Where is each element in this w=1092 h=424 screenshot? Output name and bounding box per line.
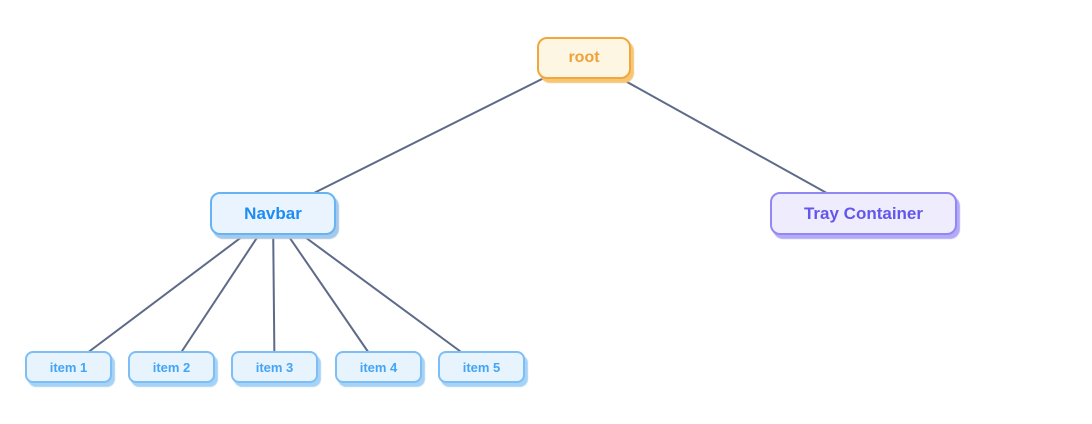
edge-line-navbar-item1 (67, 212, 274, 368)
node-item-5-label: item 5 (462, 359, 501, 375)
node-item-3[interactable]: item 3 (231, 351, 318, 383)
node-root[interactable]: root (537, 37, 631, 79)
node-item-4-label: item 4 (359, 359, 398, 375)
edge-line-navbar-item3 (272, 213, 276, 368)
edge-line-navbar-item4 (272, 212, 380, 368)
node-item-4[interactable]: item 4 (335, 351, 422, 383)
node-item-2-label: item 2 (152, 359, 191, 375)
node-item-2[interactable]: item 2 (128, 351, 215, 383)
node-tray-container-label: Tray Container (803, 203, 924, 223)
node-item-1[interactable]: item 1 (25, 351, 112, 383)
node-tray-container[interactable]: Tray Container (770, 192, 957, 235)
node-item-1-label: item 1 (49, 359, 88, 375)
edge-line-root-navbar (272, 57, 585, 215)
node-root-label: root (568, 49, 600, 66)
edge-line-navbar-item2 (170, 212, 274, 368)
node-navbar[interactable]: Navbar (210, 192, 336, 235)
node-item-5[interactable]: item 5 (438, 351, 525, 383)
edge-line-root-tray (583, 57, 864, 215)
edge-line-navbar-item5 (272, 212, 483, 368)
node-navbar-label: Navbar (244, 203, 302, 223)
node-item-3-label: item 3 (255, 359, 294, 375)
